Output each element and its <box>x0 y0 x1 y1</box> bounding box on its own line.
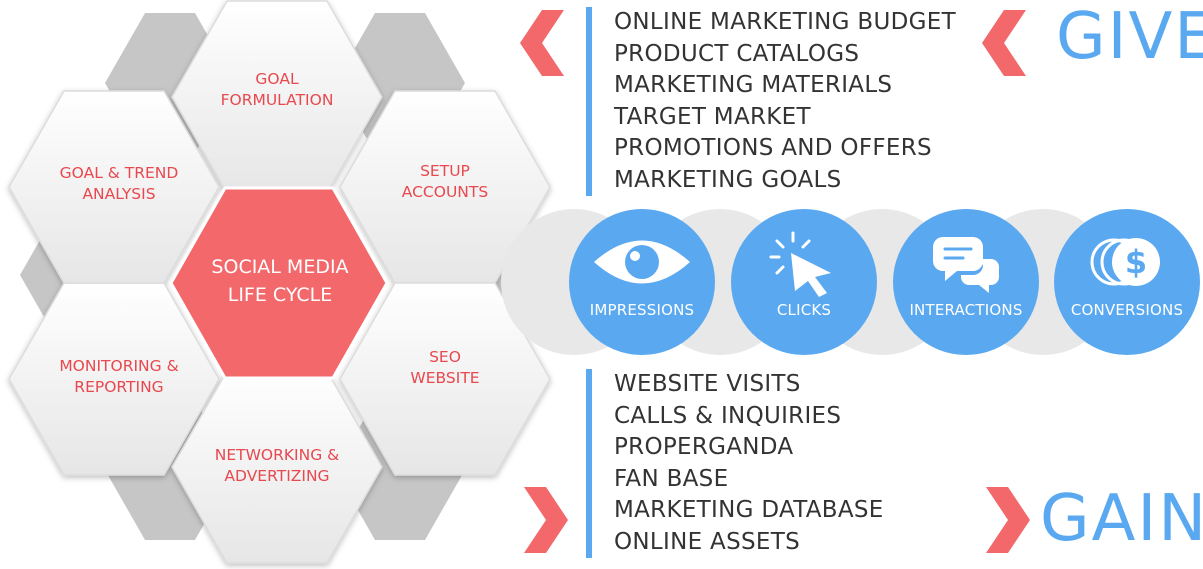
hex-label-setup-accounts: SETUP ACCOUNTS <box>401 162 489 201</box>
chevron-left-icon <box>520 10 564 76</box>
gain-title: GAIN <box>1040 482 1203 556</box>
svg-text:$: $ <box>1125 243 1147 281</box>
metric-impressions: IMPRESSIONS <box>569 209 715 355</box>
chat-bubbles-icon <box>933 237 999 293</box>
hex-label-networking-advertizing: NETWORKING & ADVERTIZING <box>214 446 340 485</box>
gain-item: MARKETING DATABASE <box>614 497 884 523</box>
give-list: ONLINE MARKETING BUDGET PRODUCT CATALOGS… <box>586 7 956 196</box>
metric-label: IMPRESSIONS <box>589 301 695 319</box>
give-item: TARGET MARKET <box>614 103 811 130</box>
give-item: MARKETING MATERIALS <box>614 72 893 98</box>
gain-list: WEBSITE VISITS CALLS & INQUIRIES PROPERG… <box>586 369 884 558</box>
dollar-coins-icon: $ <box>1090 238 1160 286</box>
gain-item: FAN BASE <box>614 465 729 492</box>
gain-item: ONLINE ASSETS <box>614 528 800 555</box>
give-item: PRODUCT CATALOGS <box>614 40 860 67</box>
metric-clicks: CLICKS <box>731 209 877 355</box>
hex-label-goal-formulation: GOAL FORMULATION <box>220 70 334 109</box>
chevron-right-icon <box>524 487 568 553</box>
metric-interactions: INTERACTIONS <box>893 209 1039 355</box>
give-item: MARKETING GOALS <box>614 166 842 193</box>
metric-label: CLICKS <box>776 301 832 319</box>
give-item: PROMOTIONS AND OFFERS <box>614 135 932 161</box>
hex-seo-website <box>339 282 551 476</box>
hex-label-seo-website: SEO WEBSITE <box>410 348 480 387</box>
metric-conversions: $ CONVERSIONS <box>1054 209 1200 355</box>
gain-item: PROPERGANDA <box>614 434 794 460</box>
hex-center <box>169 186 389 380</box>
gain-item: CALLS & INQUIRIES <box>614 402 842 429</box>
chevron-right-icon <box>986 487 1030 553</box>
lifecycle-diagram <box>8 0 551 564</box>
gain-item: WEBSITE VISITS <box>614 371 801 397</box>
eye-icon <box>594 240 690 284</box>
hex-label-goal-trend-analysis: GOAL & TREND ANALYSIS <box>59 164 179 203</box>
cursor-click-icon <box>769 231 831 297</box>
give-title: GIVE <box>1056 0 1203 74</box>
metric-label: CONVERSIONS <box>1070 301 1184 319</box>
metric-label: INTERACTIONS <box>909 301 1023 319</box>
hex-label-monitoring-reporting: MONITORING & REPORTING <box>59 357 179 396</box>
hex-goal-trend-analysis <box>8 90 220 284</box>
chevron-left-icon <box>982 10 1026 76</box>
center-label: SOCIAL MEDIA LIFE CYCLE <box>211 256 349 306</box>
give-item: ONLINE MARKETING BUDGET <box>614 9 956 35</box>
